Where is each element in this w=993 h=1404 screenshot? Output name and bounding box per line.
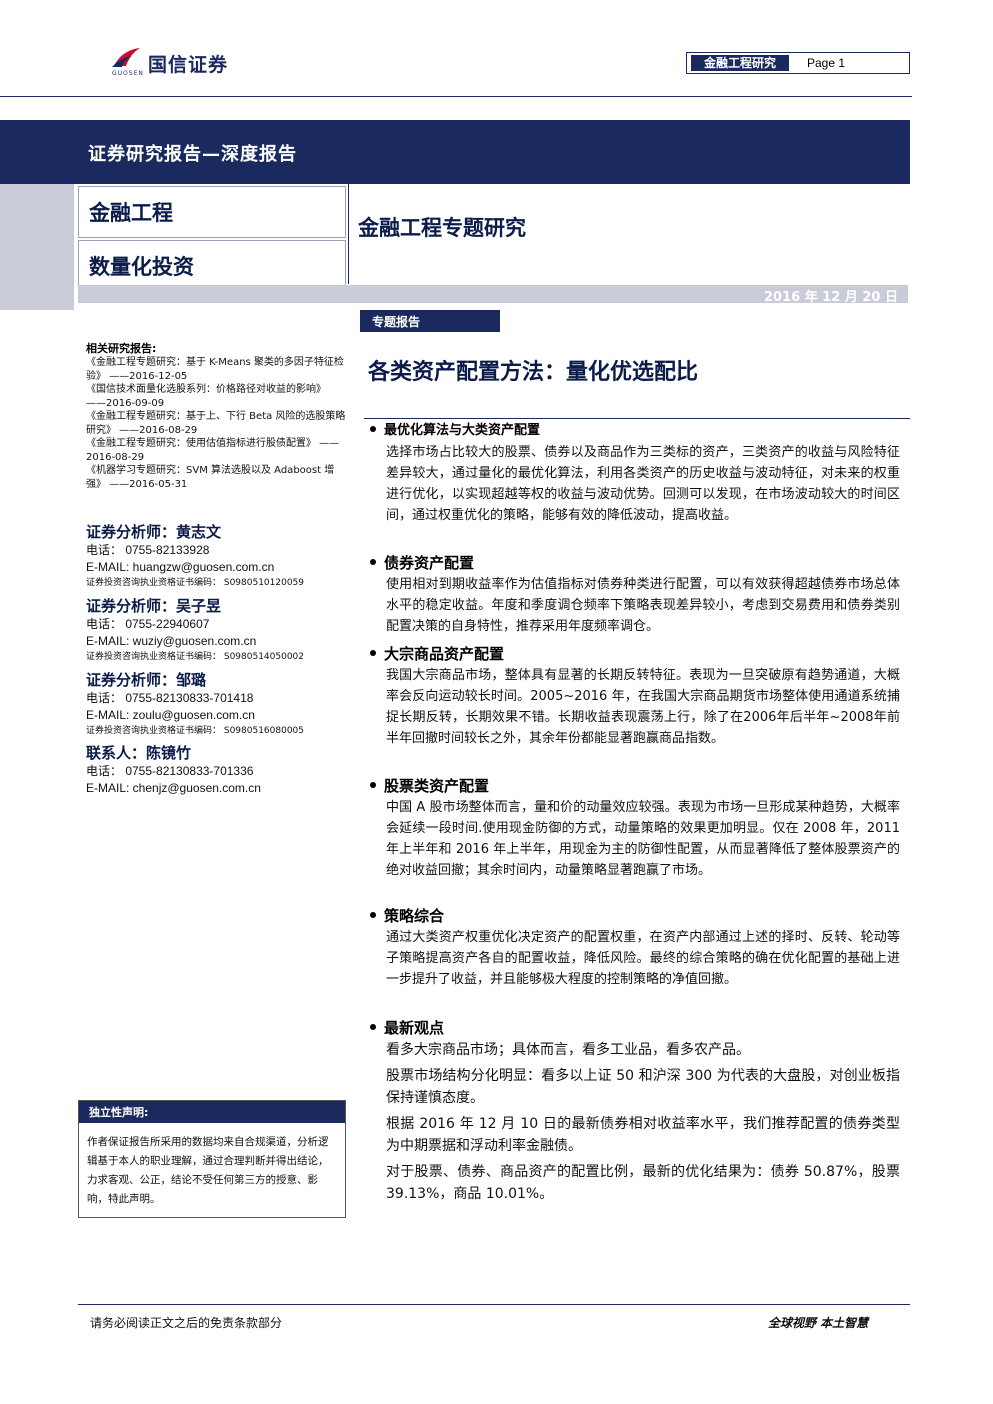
related-reports: 相关研究报告: 《金融工程专题研究：基于 K-Means 聚类的多因子特征检验》… <box>86 342 346 491</box>
date-bar: 2016 年 12 月 20 日 <box>78 285 908 305</box>
left-strip <box>0 184 74 310</box>
footer-disclaimer: 请务必阅读正文之后的免责条款部分 <box>90 1316 283 1330</box>
section-heading: 策略综合 <box>370 905 900 927</box>
section-heading: 大宗商品资产配置 <box>370 643 900 665</box>
section-heading: 股票类资产配置 <box>370 775 900 797</box>
report-band: 证券研究报告—深度报告 <box>0 120 910 184</box>
series-title: 金融工程专题研究 <box>358 216 526 240</box>
header-divider <box>0 96 912 97</box>
analyst-phone: 电话： 0755-82130833-701418 <box>86 691 254 705</box>
analyst-cert: 证券投资咨询执业资格证书编码： S0980516080005 <box>86 726 305 736</box>
related-item: 《金融工程专题研究：使用估值指标进行股债配置》 ——2016-08-29 <box>86 438 340 463</box>
report-tag: 专题报告 <box>360 310 500 332</box>
section-paragraph: 使用相对到期收益率作为估值指标对债券种类进行配置，可以有效获得超越债券市场总体水… <box>386 577 900 634</box>
logo-sub: GUOSEN <box>112 70 144 77</box>
section-paragraph: 股票市场结构分化明显：看多以上证 50 和沪深 300 为代表的大盘股，对创业板… <box>386 1068 900 1106</box>
analyst-name: 证券分析师：黄志文 <box>86 523 222 541</box>
report-band-title: 证券研究报告—深度报告 <box>88 144 297 165</box>
contact-email: E-MAIL: chenjz@guosen.com.cn <box>86 781 261 795</box>
category-quant-label: 数量化投资 <box>89 255 194 279</box>
bullet-icon <box>370 911 376 918</box>
related-item: 《金融工程专题研究：基于上、下行 Beta 风险的选股策略研究》 ——2016-… <box>86 411 346 436</box>
bullet-icon <box>370 781 376 788</box>
section-paragraph: 中国 A 股市场整体而言，量和价的动量效应较强。表现为市场一旦形成某种趋势，大概… <box>386 800 900 878</box>
category-box-finance: 金融工程 <box>78 186 346 238</box>
section-paragraph: 看多大宗商品市场；具体而言，看多工业品，看多农产品。 <box>386 1042 750 1058</box>
section-paragraph: 通过大类资产权重优化决定资产的配置权重，在资产内部通过上述的择时、反转、轮动等子… <box>386 930 900 987</box>
analyst-name: 证券分析师：邹璐 <box>86 671 207 689</box>
analyst-card: 证券分析师：吴子昱 电话： 0755-22940607 E-MAIL: wuzi… <box>86 596 348 664</box>
analyst-cert: 证券投资咨询执业资格证书编码： S0980514050002 <box>86 652 305 662</box>
page-number: Page 1 <box>807 56 846 70</box>
section-heading: 债券资产配置 <box>370 552 900 574</box>
contact-card: 联系人：陈镜竹 电话： 0755-82130833-701336 E-MAIL:… <box>86 743 348 797</box>
contact-phone: 电话： 0755-82130833-701336 <box>86 764 254 778</box>
category-divider <box>348 184 349 284</box>
analyst-email: E-MAIL: zoulu@guosen.com.cn <box>86 708 255 722</box>
section-optimization: 最优化算法与大类资产配置 选择市场占比较大的股票、债券以及商品作为三类标的资产，… <box>370 420 900 526</box>
category-box-quant: 数量化投资 <box>78 240 346 288</box>
footer-divider <box>78 1304 910 1305</box>
footer-slogan: 全球视野 本土智慧 <box>768 1316 869 1330</box>
related-item: 《金融工程专题研究：基于 K-Means 聚类的多因子特征检验》 ——2016-… <box>86 357 344 382</box>
section-paragraph: 选择市场占比较大的股票、债券以及商品作为三类标的资产，三类资产的收益与风险特征差… <box>386 445 900 523</box>
bullet-icon <box>370 558 376 565</box>
section-heading: 最新观点 <box>370 1017 900 1039</box>
analyst-phone: 电话： 0755-22940607 <box>86 617 210 631</box>
independence-heading: 独立性声明: <box>89 1106 149 1119</box>
company-logo: 国信证券 GUOSEN <box>112 46 252 82</box>
report-date: 2016 年 12 月 20 日 <box>764 290 898 305</box>
bullet-icon <box>370 425 376 432</box>
analyst-email: E-MAIL: huangzw@guosen.com.cn <box>86 560 275 574</box>
logo-mark-icon <box>112 48 140 67</box>
report-type-box: 金融工程研究 Page 1 <box>686 52 910 74</box>
analyst-email: E-MAIL: wuziy@guosen.com.cn <box>86 634 257 648</box>
section-strategy: 策略综合 通过大类资产权重优化决定资产的配置权重，在资产内部通过上述的择时、反转… <box>370 905 900 990</box>
related-item: 《机器学习专题研究：SVM 算法选股以及 Adaboost 增强》 ——2016… <box>86 465 335 490</box>
analyst-phone: 电话： 0755-82133928 <box>86 543 210 557</box>
related-heading: 相关研究报告: <box>86 342 157 355</box>
report-type-label: 金融工程研究 <box>691 55 789 71</box>
category-finance-label: 金融工程 <box>89 201 173 225</box>
section-paragraph: 根据 2016 年 12 月 10 日的最新债券相对收益率水平，我们推荐配置的债… <box>386 1116 900 1154</box>
logo-text: 国信证券 <box>148 54 229 76</box>
section-paragraph: 对于股票、债券、商品资产的配置比例，最新的优化结果为：债券 50.87%，股票 … <box>386 1164 900 1202</box>
section-bonds: 债券资产配置 使用相对到期收益率作为估值指标对债券种类进行配置，可以有效获得超越… <box>370 552 900 637</box>
analyst-name: 证券分析师：吴子昱 <box>86 597 222 615</box>
section-equities: 股票类资产配置 中国 A 股市场整体而言，量和价的动量效应较强。表现为市场一旦形… <box>370 775 900 881</box>
bullet-icon <box>370 649 376 656</box>
independence-box: 独立性声明: 作者保证报告所采用的数据均来自合规渠道，分析逻辑基于本人的职业理解… <box>78 1100 346 1218</box>
analyst-cert: 证券投资咨询执业资格证书编码： S0980510120059 <box>86 578 305 588</box>
main-title: 各类资产配置方法：量化优选配比 <box>368 360 699 385</box>
section-latest-views: 最新观点 看多大宗商品市场；具体而言，看多工业品，看多农产品。 股票市场结构分化… <box>370 1017 900 1209</box>
main-title-divider <box>364 418 910 419</box>
independence-body: 作者保证报告所采用的数据均来自合规渠道，分析逻辑基于本人的职业理解，通过合理判断… <box>87 1136 329 1205</box>
section-heading: 最优化算法与大类资产配置 <box>370 420 900 442</box>
report-tag-label: 专题报告 <box>372 315 421 329</box>
analyst-card: 证券分析师：邹璐 电话： 0755-82130833-701418 E-MAIL… <box>86 670 348 738</box>
section-commodities: 大宗商品资产配置 我国大宗商品市场，整体具有显著的长期反转特征。表现为一旦突破原… <box>370 643 900 749</box>
analyst-card: 证券分析师：黄志文 电话： 0755-82133928 E-MAIL: huan… <box>86 522 348 590</box>
bullet-icon <box>370 1023 376 1030</box>
independence-header: 独立性声明: <box>79 1101 345 1123</box>
related-item: 《国信技术面量化选股系列：价格路径对收益的影响》 ——2016-09-09 <box>86 384 326 409</box>
contact-name: 联系人：陈镜竹 <box>86 744 192 762</box>
section-paragraph: 我国大宗商品市场，整体具有显著的长期反转特征。表现为一旦突破原有趋势通道，大概率… <box>386 668 900 746</box>
